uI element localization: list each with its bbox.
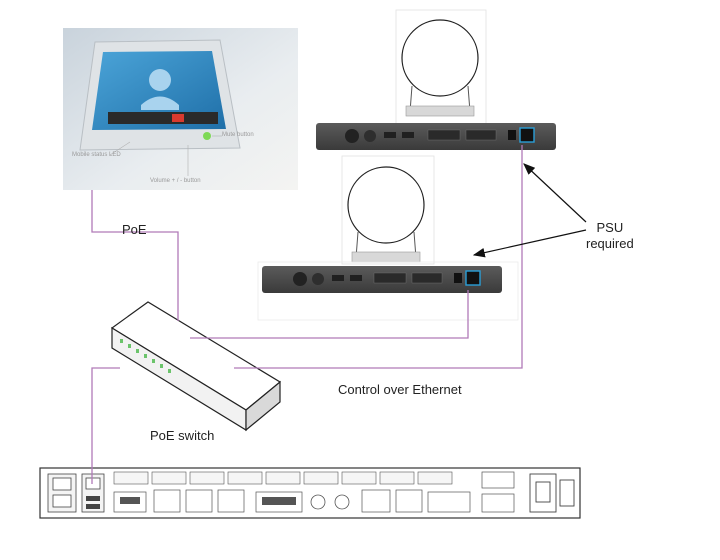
psu-label-line2: required [586, 236, 634, 251]
codec-back-panel [39, 467, 581, 519]
psu-arrows [472, 163, 587, 258]
cable-touch-panel-to-switch [91, 190, 179, 321]
cable-switch-to-codec [91, 367, 120, 484]
status-led-label: Mobile status LED [72, 152, 121, 158]
poe-switch [110, 301, 282, 432]
mute-button-label: Mute button [222, 132, 254, 138]
cables [91, 145, 523, 484]
cable-switch-to-camera-bottom [190, 290, 469, 339]
arrow-to-camera-top [523, 163, 587, 223]
cable-switch-to-camera-top [234, 145, 523, 369]
touch-panel-photo [63, 28, 298, 190]
psu-label-line1: PSU [596, 220, 624, 235]
psu-required-label: PSU required [586, 220, 634, 252]
camera-top [316, 9, 556, 150]
arrow-to-camera-bottom [472, 229, 587, 258]
poe-switch-label: PoE switch [150, 428, 215, 443]
volume-button-label: Volume + / - button [150, 178, 201, 184]
control-over-ethernet-label: Control over Ethernet [338, 382, 462, 397]
poe-label: PoE [122, 222, 147, 237]
camera-bottom [257, 155, 519, 321]
